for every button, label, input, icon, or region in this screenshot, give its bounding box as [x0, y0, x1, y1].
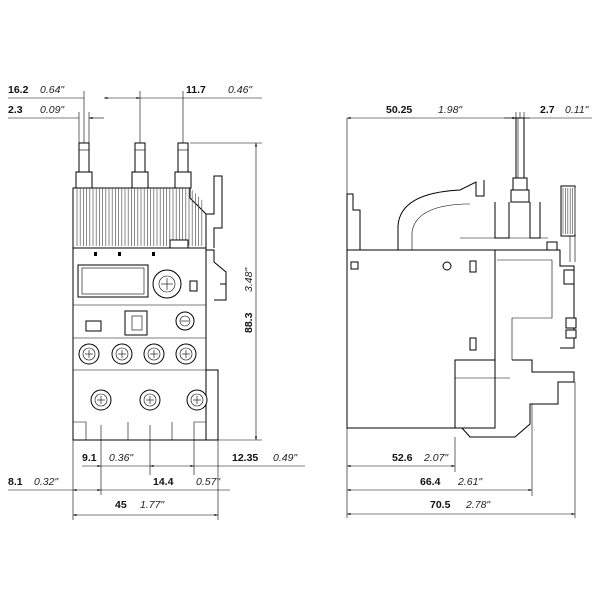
dim-52-6-mm: 52.6 — [392, 452, 413, 464]
dim-14-4-mm: 14.4 — [153, 476, 174, 488]
terminal-screw — [143, 343, 165, 365]
dim-70-5-mm: 70.5 — [430, 499, 451, 511]
dim-11-7-inch: 0.46" — [228, 84, 253, 96]
dim-2-3-mm: 2.3 — [8, 104, 23, 116]
side-dimension-lines — [346, 112, 592, 518]
dim-9-1-inch: 0.36" — [109, 452, 134, 464]
front-view: 16.2 0.64" 2.3 0.09" 11.7 0.46" 88.3 3.4… — [8, 84, 305, 520]
terminal-screw — [111, 343, 133, 365]
terminal-screw — [175, 343, 197, 365]
dim-45-inch: 1.77" — [140, 499, 165, 511]
dim-88-3-inch: 3.48" — [243, 267, 255, 292]
terminal-screw — [78, 343, 100, 365]
dim-16-2-mm: 16.2 — [8, 84, 29, 96]
side-labels: 50.25 1.98" 2.7 0.11" 52.6 2.07" 66.4 2.… — [386, 104, 590, 511]
dim-66-4-mm: 66.4 — [420, 476, 441, 488]
terminal-screw — [139, 389, 161, 411]
dim-2-7-inch: 0.11" — [565, 104, 590, 116]
dim-8-1-inch: 0.32" — [34, 476, 59, 488]
dim-50-25-inch: 1.98" — [438, 104, 463, 116]
front-labels: 16.2 0.64" 2.3 0.09" 11.7 0.46" 88.3 3.4… — [8, 84, 298, 511]
side-clip — [206, 175, 227, 301]
dim-8-1-mm: 8.1 — [8, 476, 23, 488]
dim-9-1-mm: 9.1 — [82, 452, 97, 464]
fin-block — [72, 187, 207, 249]
dim-16-2-inch: 0.64" — [40, 84, 65, 96]
dim-45-mm: 45 — [115, 499, 127, 511]
terminal-screw — [186, 389, 208, 411]
dim-2-7-mm: 2.7 — [540, 104, 555, 116]
dim-66-4-inch: 2.61" — [457, 476, 483, 488]
front-dimension-lines — [8, 91, 305, 520]
dim-12-35-inch: 0.49" — [273, 452, 298, 464]
main-body — [72, 247, 219, 441]
top-terminals — [75, 142, 192, 189]
dim-2-3-inch: 0.09" — [40, 104, 65, 116]
side-body — [346, 117, 577, 438]
terminal-screw — [90, 389, 112, 411]
dim-14-4-inch: 0.57" — [196, 476, 221, 488]
dim-70-5-inch: 2.78" — [465, 499, 491, 511]
side-view: 50.25 1.98" 2.7 0.11" 52.6 2.07" 66.4 2.… — [346, 104, 592, 518]
dim-11-7-mm: 11.7 — [186, 84, 206, 96]
dim-50-25-mm: 50.25 — [386, 104, 412, 116]
dim-52-6-inch: 2.07" — [423, 452, 449, 464]
dim-88-3-mm: 88.3 — [243, 312, 255, 333]
dim-12-35-mm: 12.35 — [232, 452, 258, 464]
